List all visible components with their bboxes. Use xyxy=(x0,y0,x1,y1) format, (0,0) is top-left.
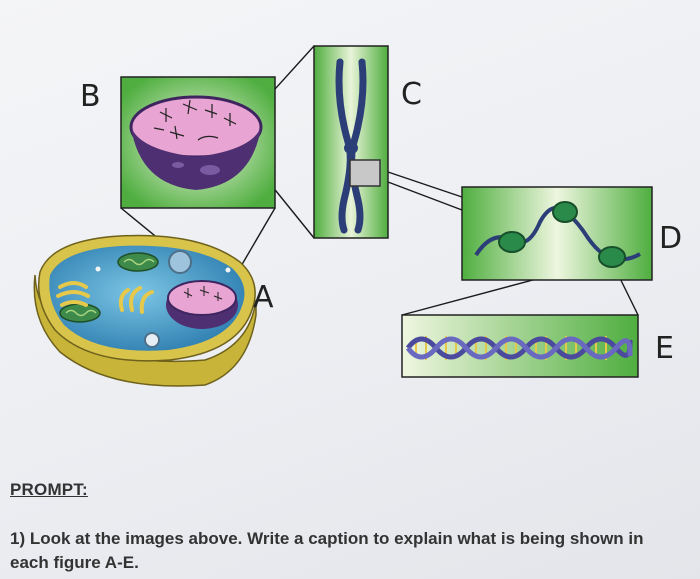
prompt-title: PROMPT: xyxy=(10,480,88,499)
prompt-question: 1) Look at the images above. Write a cap… xyxy=(10,529,644,572)
panel-a-cell xyxy=(33,234,257,387)
label-e: E xyxy=(655,331,674,366)
panel-c-chromosome xyxy=(313,45,389,239)
panel-d-nucleosomes xyxy=(461,186,653,281)
label-b: B xyxy=(80,79,101,114)
panel-b-nucleus xyxy=(120,76,276,209)
cell-diagram xyxy=(33,45,653,387)
panel-e-dna-helix xyxy=(401,314,639,378)
label-d: D xyxy=(659,221,683,256)
label-a: A xyxy=(253,280,274,315)
label-c: C xyxy=(401,77,422,112)
